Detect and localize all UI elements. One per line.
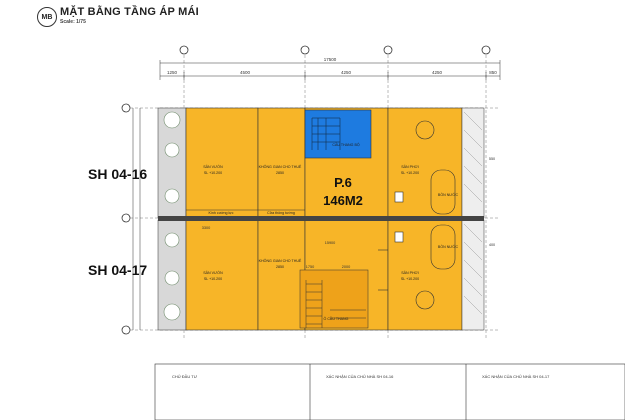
dim-mid-1: 15900 <box>325 241 336 245</box>
dimension-lines-left <box>132 108 141 330</box>
grid-bubble-c <box>121 325 131 335</box>
grid-bubble-b <box>121 213 131 223</box>
dim-top-1: 4500 <box>240 70 251 75</box>
unit-label-lower: SH 04-17 <box>88 262 148 278</box>
label-san-phoi-lower: SÂN PHƠI <box>401 271 418 275</box>
drawing-badge: MB <box>37 7 57 27</box>
dimension-text-top: 17500 1250 4500 4250 4250 850 <box>167 57 497 75</box>
dim-lower-small-1: 2000 <box>342 265 350 269</box>
upper-tub <box>430 169 456 215</box>
dim-mid-0: 3300 <box>202 226 210 230</box>
label-kinh-cuong: Kính cường lực <box>209 211 234 215</box>
upper-hall <box>257 107 306 219</box>
label-kinhdoanh-lower: KHÔNG GIAN CHO THUÊ <box>259 258 302 263</box>
dim-top-3: 4250 <box>432 70 443 75</box>
lower-tub <box>430 224 456 270</box>
label-bon-nuoc-upper: BỒN NƯỚC <box>438 192 459 197</box>
dim-top-2: 4250 <box>341 70 352 75</box>
label-san-vuon-upper: SÂN VƯỜN <box>203 164 223 169</box>
railing-hatch <box>463 111 483 315</box>
dim-right-1: 400 <box>489 243 495 247</box>
label-san-phoi-upper: SÂN PHƠI <box>401 165 418 169</box>
drawing-scale: Scale: 1/75 <box>60 19 86 25</box>
label-level-lower: SL +10.200 <box>204 277 222 281</box>
label-level-c-upper: SL +10.200 <box>401 171 419 175</box>
area-label: P.6 146M2 <box>323 175 363 208</box>
tb-col2: XÁC NHẬN CỦA CHỦ NHÀ SH 04-16 <box>326 374 394 379</box>
room-id: P.6 <box>334 175 352 190</box>
dimension-lines-top <box>159 60 501 80</box>
lower-hall <box>257 219 306 331</box>
label-bon-nuoc-lower: BỒN NƯỚC <box>438 244 459 249</box>
title-block-frame <box>154 363 625 420</box>
upper-stair-treads <box>311 117 341 150</box>
lower-garden-room <box>185 219 259 331</box>
dim-top-0: 1250 <box>167 70 178 75</box>
dim-overall: 17500 <box>324 57 337 62</box>
label-cua: Cửa thông tường <box>267 211 295 215</box>
lower-stair-area <box>299 269 369 329</box>
label-san-vuon-lower: SÂN VƯỜN <box>203 270 223 275</box>
plants <box>163 111 181 321</box>
unit-lower-floor <box>157 219 485 331</box>
grid-axis-markers <box>121 45 491 335</box>
tb-col1: CHỦ ĐẦU TƯ <box>172 374 198 379</box>
grid-bubble-2 <box>300 45 310 55</box>
party-wall <box>158 216 484 221</box>
drawing-title: MẶT BẰNG TẦNG ÁP MÁI <box>60 6 199 18</box>
upper-railing <box>461 107 485 219</box>
room-area: 146M2 <box>323 193 363 208</box>
title-block-labels: CHỦ ĐẦU TƯ XÁC NHẬN CỦA CHỦ NHÀ SH 04-16… <box>172 374 550 379</box>
room-labels: SÂN VƯỜN SL +10.200 KHÔNG GIAN CHO THUÊ … <box>203 142 458 321</box>
upper-sink <box>394 191 404 203</box>
label-kinhdoanh-upper: KHÔNG GIAN CHO THUÊ <box>259 164 302 169</box>
upper-garden-room <box>185 107 259 219</box>
label-ong-thang: Ô CẦU THANG <box>324 316 349 321</box>
label-level-upper: SL +10.200 <box>204 171 222 175</box>
lower-stair-treads <box>305 280 366 328</box>
grid-bubble-1 <box>179 45 189 55</box>
lower-sink <box>394 231 404 243</box>
label-stair: CẦU THANG BỘ <box>332 142 359 147</box>
grid-bubble-4 <box>481 45 491 55</box>
grid-bubble-a <box>121 103 131 113</box>
lower-railing <box>461 219 485 331</box>
openings <box>186 209 388 291</box>
tb-col3: XÁC NHẬN CỦA CHỦ NHÀ SH 04-17 <box>482 374 550 379</box>
grid-bubble-3 <box>383 45 393 55</box>
label-level-b-upper: 2850 <box>276 171 284 175</box>
dim-lower-small-0: 1750 <box>306 265 314 269</box>
unit-label-upper: SH 04-16 <box>88 166 148 182</box>
label-level-b-lower: 2850 <box>276 265 284 269</box>
furniture <box>394 120 456 310</box>
label-level-c-lower: SL +10.200 <box>401 277 419 281</box>
dim-right-0: 550 <box>489 157 495 161</box>
dim-top-4: 850 <box>489 70 497 75</box>
dimension-text-inner: 3300 15900 1750 2000 550 400 <box>202 157 495 269</box>
